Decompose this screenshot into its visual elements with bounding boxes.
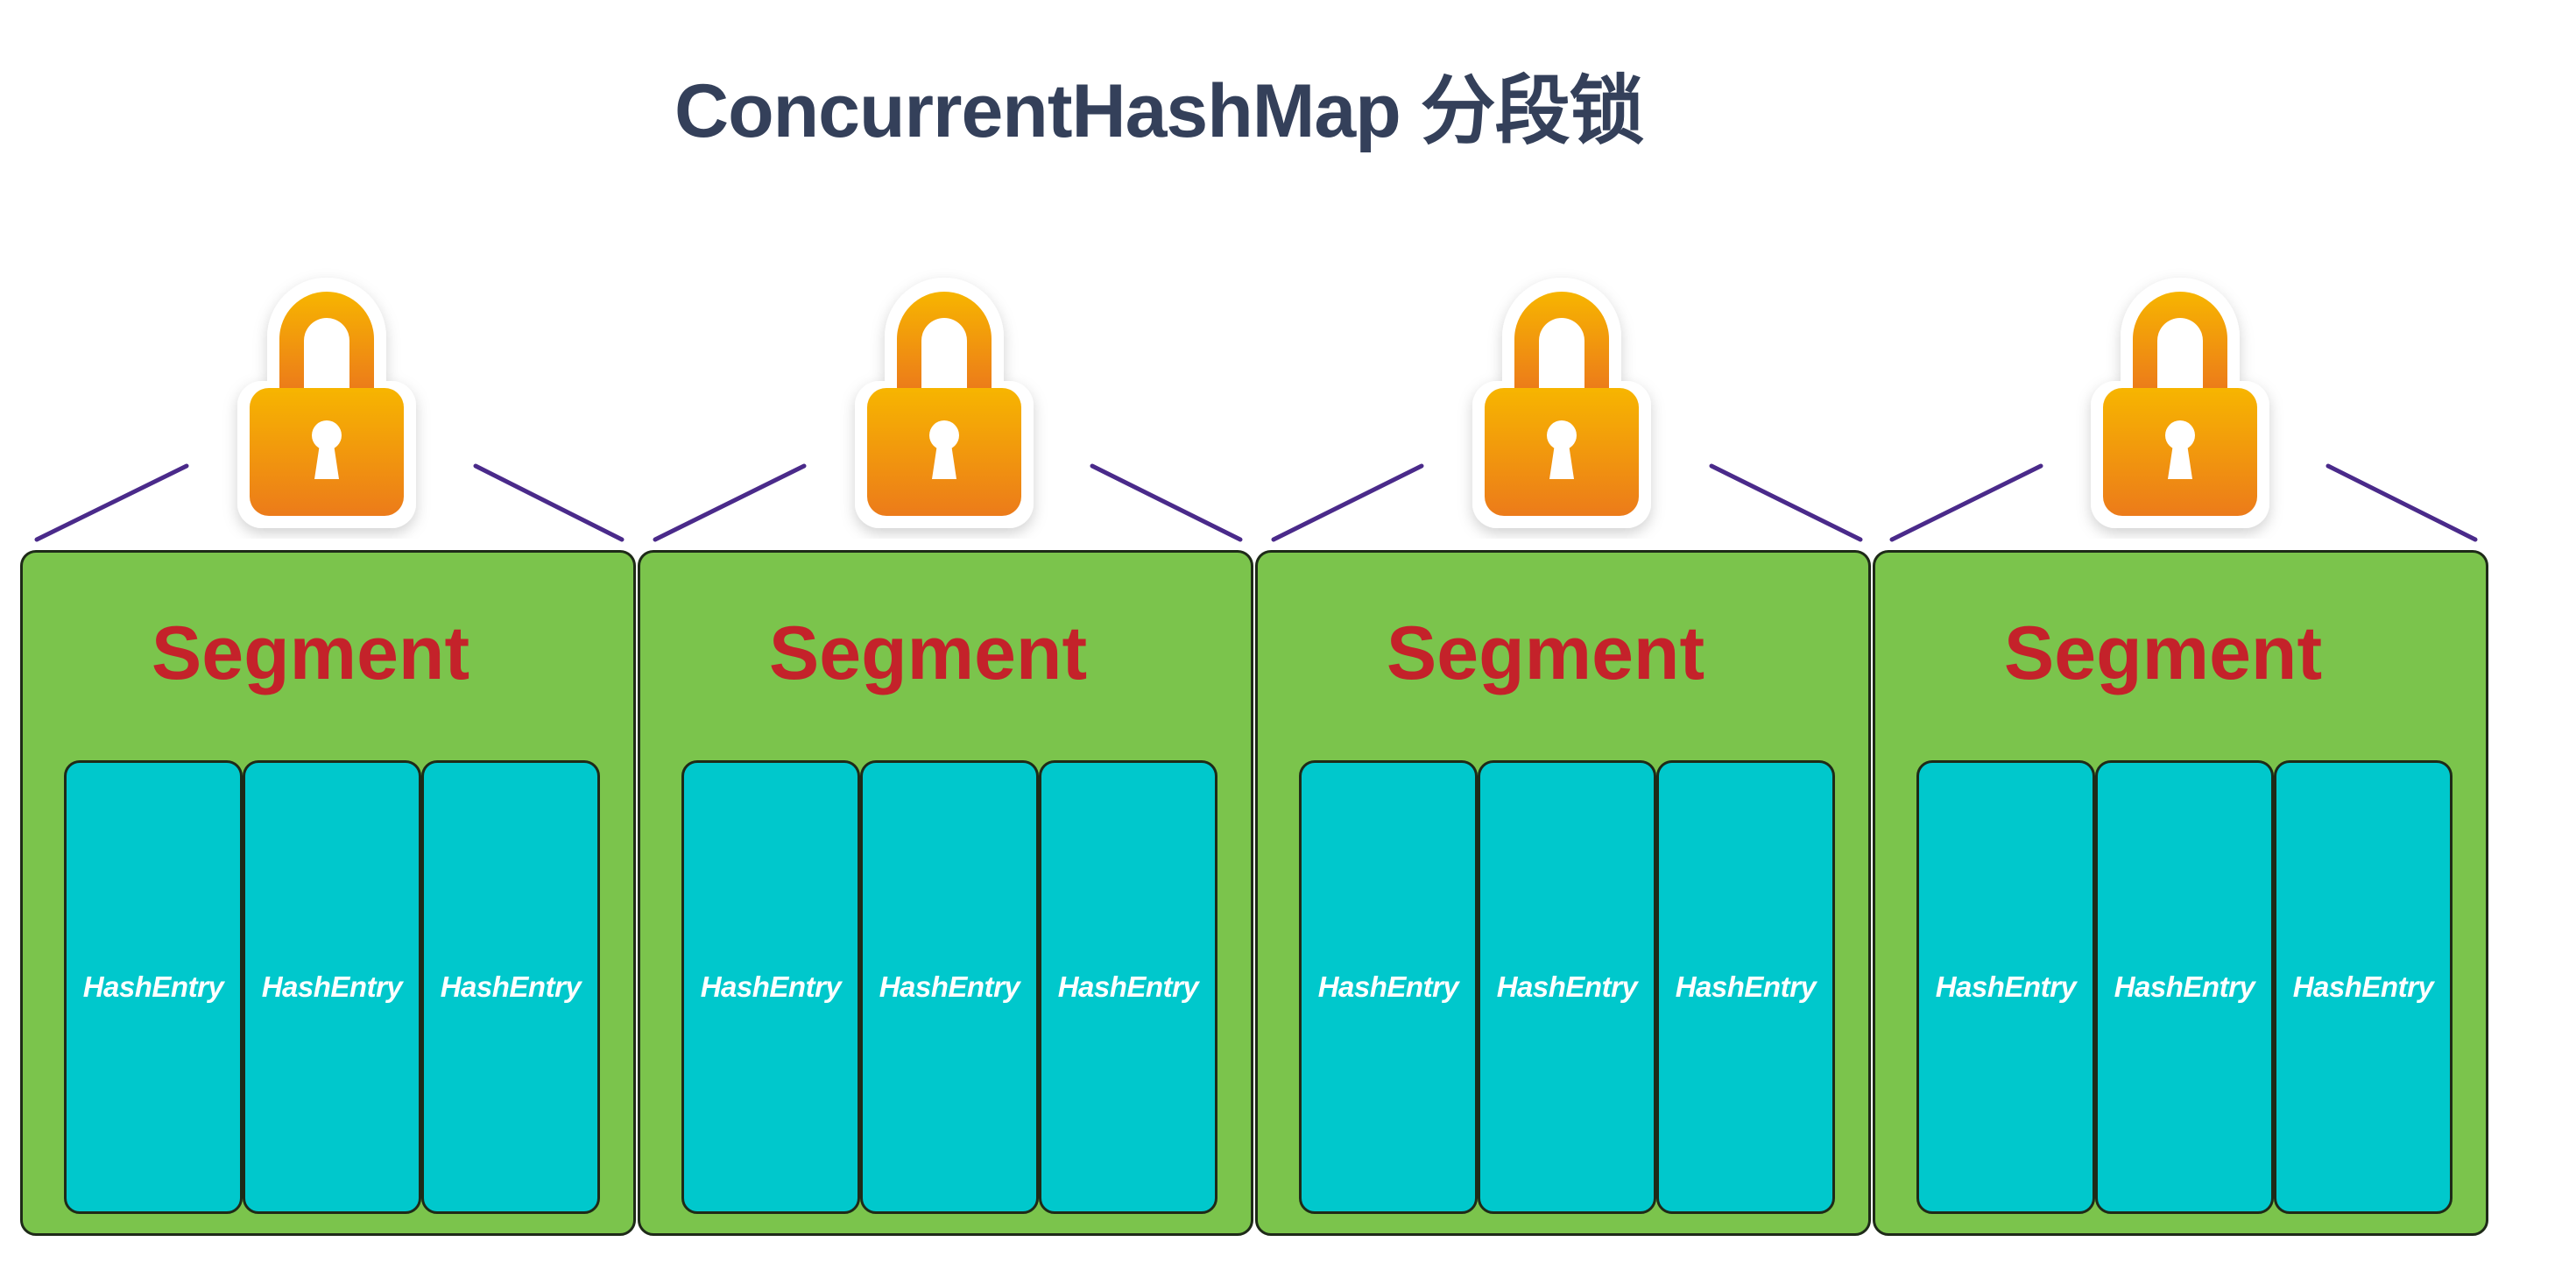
hash-entry-label: HashEntry — [261, 970, 403, 1003]
connector-line — [34, 463, 189, 542]
hash-entry: HashEntry — [64, 760, 243, 1214]
hash-entry: HashEntry — [681, 760, 860, 1214]
connector-line — [1090, 463, 1243, 542]
segment-3: Segment HashEntry HashEntry HashEntry — [1255, 550, 1871, 1236]
hash-entry: HashEntry — [1039, 760, 1217, 1214]
segment-2: Segment HashEntry HashEntry HashEntry — [638, 550, 1253, 1236]
hash-entry: HashEntry — [1299, 760, 1478, 1214]
padlock-icon — [855, 278, 1034, 528]
padlock-icon — [1472, 278, 1651, 528]
segment-1: Segment HashEntry HashEntry HashEntry — [20, 550, 636, 1236]
hash-entry-label: HashEntry — [1317, 970, 1459, 1003]
hash-entry-label: HashEntry — [440, 970, 582, 1003]
hash-entry: HashEntry — [1916, 760, 2095, 1214]
segment-label: Segment — [1386, 611, 1705, 695]
segment-label: Segment — [2003, 611, 2323, 695]
connector-line — [1889, 463, 2043, 542]
hash-entry: HashEntry — [2095, 760, 2274, 1214]
diagram-title: ConcurrentHashMap 分段锁 — [674, 69, 1645, 153]
hash-entry-label: HashEntry — [2114, 970, 2255, 1003]
padlock-icon — [2091, 278, 2269, 528]
hash-entry-label: HashEntry — [2292, 970, 2434, 1003]
connector-line — [1271, 463, 1424, 542]
hash-entry: HashEntry — [1478, 760, 1656, 1214]
connector-line — [1709, 463, 1863, 542]
hash-entry-group: HashEntry HashEntry HashEntry — [1299, 760, 1835, 1214]
hash-entry-group: HashEntry HashEntry HashEntry — [681, 760, 1217, 1214]
hash-entry-label: HashEntry — [700, 970, 842, 1003]
hash-entry-label: HashEntry — [82, 970, 224, 1003]
hash-entry: HashEntry — [421, 760, 600, 1214]
hash-entry-label: HashEntry — [1057, 970, 1199, 1003]
connector-line — [473, 463, 625, 542]
hash-entry-label: HashEntry — [1935, 970, 2077, 1003]
hash-entry-group: HashEntry HashEntry HashEntry — [64, 760, 600, 1214]
hash-entry-label: HashEntry — [879, 970, 1020, 1003]
hash-entry: HashEntry — [1656, 760, 1835, 1214]
hash-entry: HashEntry — [860, 760, 1039, 1214]
segment-label: Segment — [151, 611, 470, 695]
hash-entry: HashEntry — [243, 760, 421, 1214]
segment-4: Segment HashEntry HashEntry HashEntry — [1873, 550, 2488, 1236]
connector-line — [653, 463, 807, 542]
hash-entry-label: HashEntry — [1496, 970, 1638, 1003]
segment-label: Segment — [768, 611, 1088, 695]
connector-line — [2325, 463, 2478, 542]
hash-entry: HashEntry — [2274, 760, 2452, 1214]
hash-entry-group: HashEntry HashEntry HashEntry — [1916, 760, 2452, 1214]
hash-entry-label: HashEntry — [1675, 970, 1817, 1003]
padlock-icon — [237, 278, 416, 528]
